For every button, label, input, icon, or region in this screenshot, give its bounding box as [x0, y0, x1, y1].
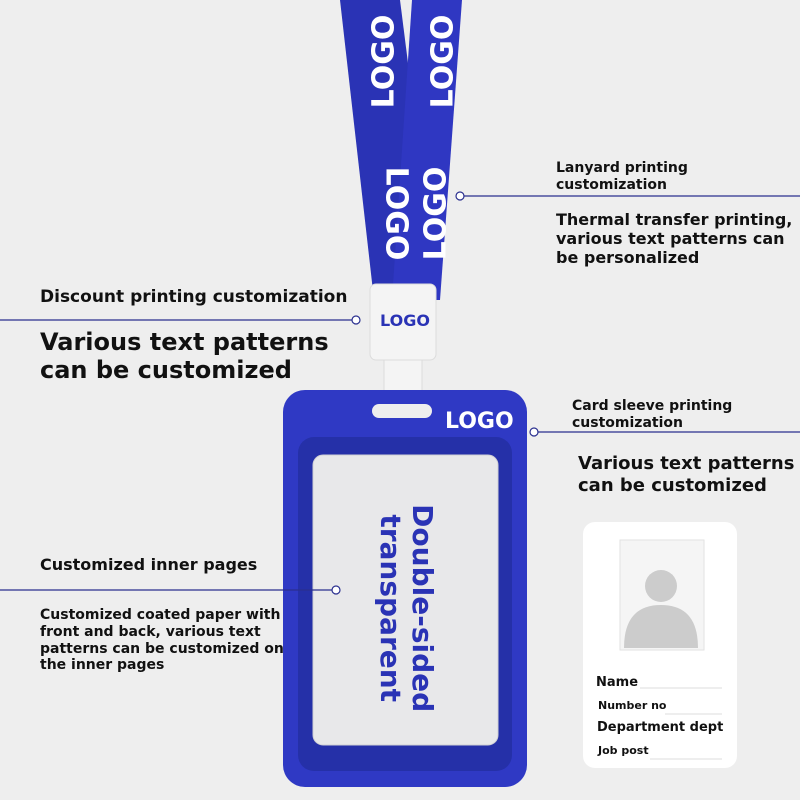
lanyard-strap-right: [392, 0, 462, 300]
lanyard-logo-1: LOGO: [366, 14, 402, 109]
sleeve-slot: [372, 404, 432, 418]
discount-desc: Various text patterns can be customized: [40, 328, 329, 385]
pointer-lanyard: [455, 191, 800, 201]
lanyard-title: Lanyard printing customization: [556, 160, 688, 193]
pointer-sleeve: [529, 427, 800, 437]
id-number-label: Number no: [598, 699, 667, 712]
lanyard-logo-3: LOGO: [378, 166, 414, 261]
id-job-label: Job post: [598, 744, 649, 757]
sleeve-window: [312, 454, 499, 746]
buckle-logo: LOGO: [380, 311, 430, 330]
sleeve-desc: Various text patterns can be customized: [578, 453, 795, 496]
pointer-inner: [0, 585, 341, 595]
lanyard-logo-4: LOGO: [418, 166, 454, 261]
inner-desc: Customized coated paper with front and b…: [40, 607, 284, 674]
discount-title: Discount printing customization: [40, 287, 348, 307]
lanyard-logo-2: LOGO: [425, 14, 461, 109]
window-text: Double-sided transparent: [374, 504, 440, 713]
id-department-label: Department dept: [597, 720, 724, 735]
sleeve-logo: LOGO: [445, 409, 514, 434]
inner-title: Customized inner pages: [40, 555, 258, 574]
pointer-discount: [0, 315, 361, 325]
id-name-label: Name: [596, 675, 639, 690]
lanyard-desc: Thermal transfer printing, various text …: [556, 210, 793, 268]
person-silhouette-icon: [624, 570, 698, 648]
sleeve-title: Card sleeve printing customization: [572, 398, 733, 431]
